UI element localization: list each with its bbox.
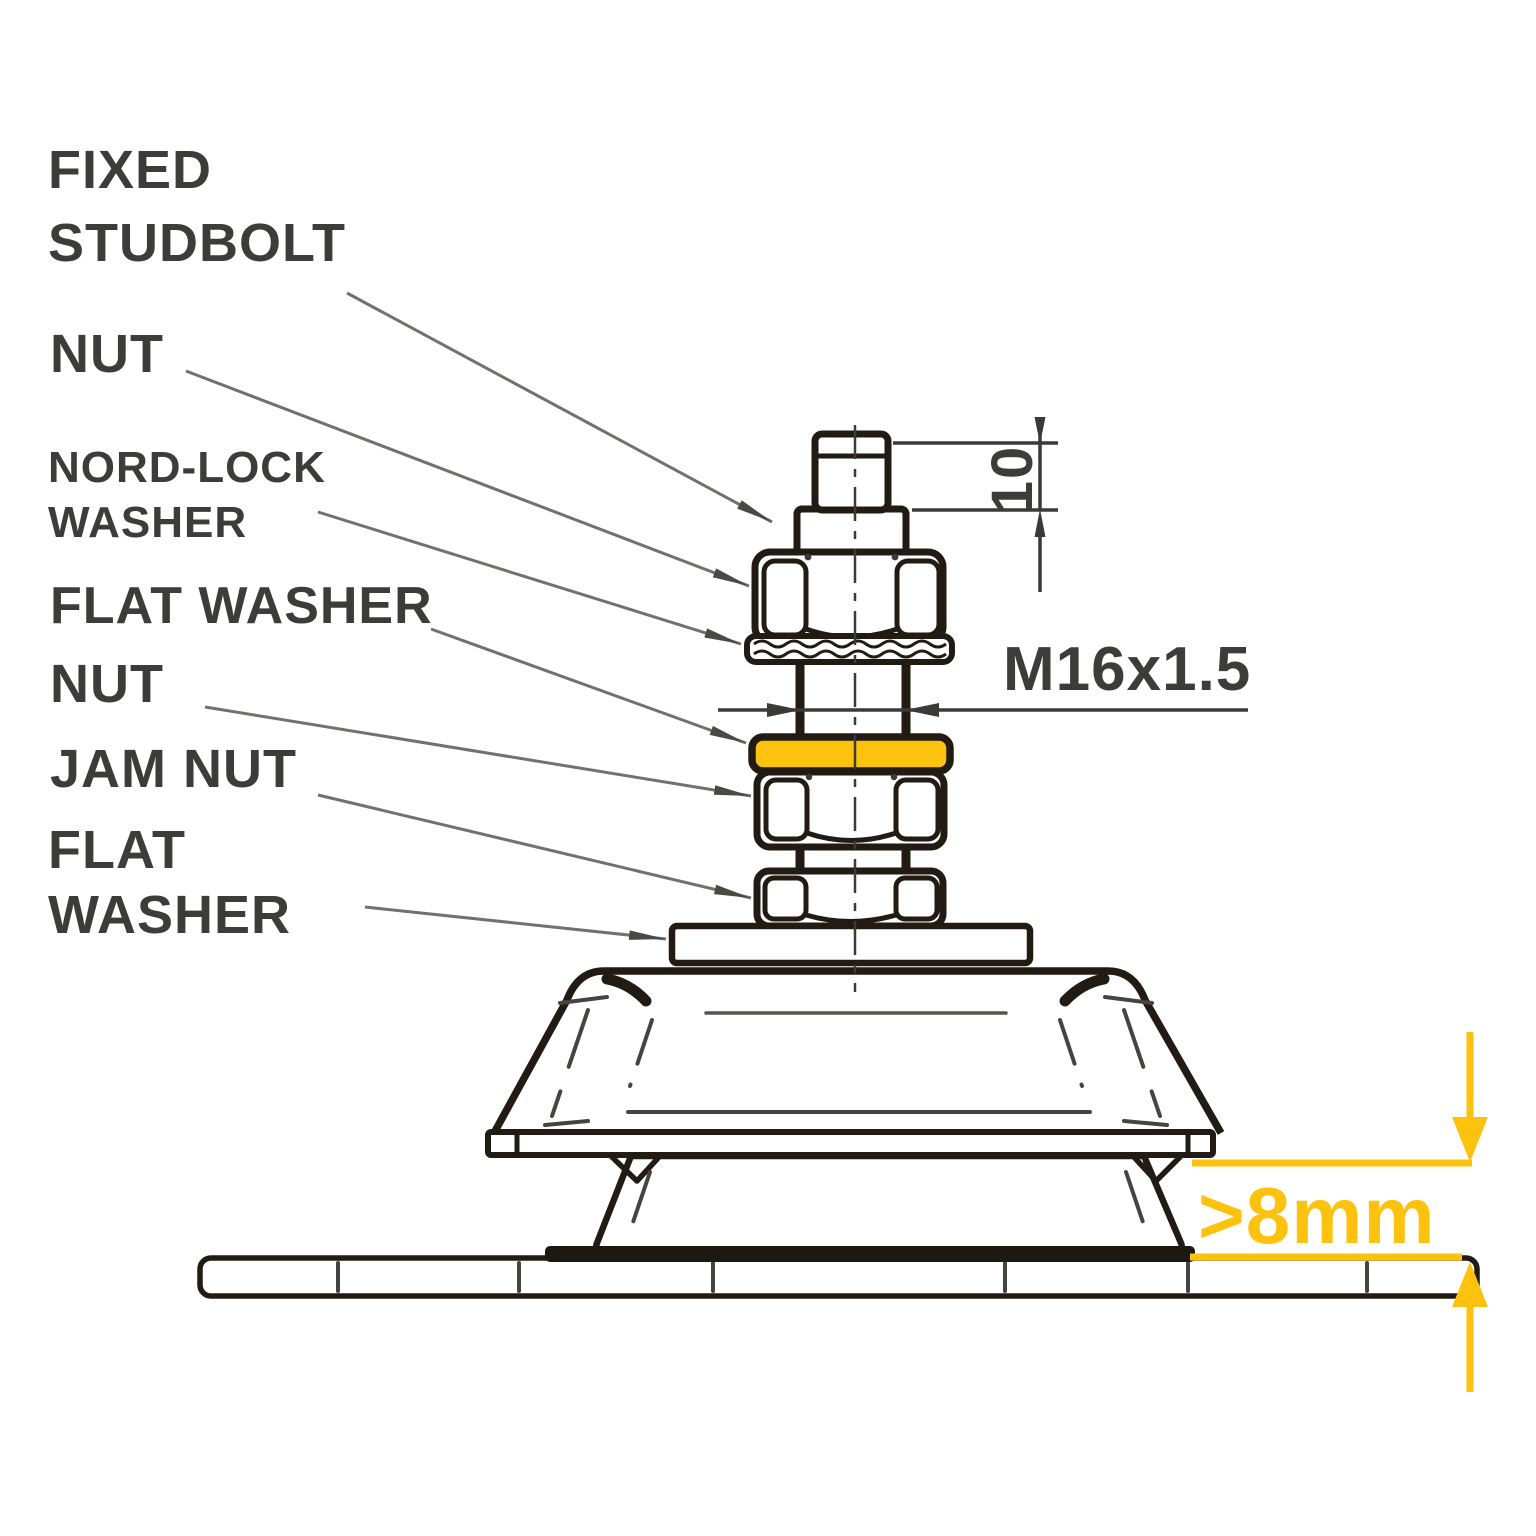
rubber-base-band (545, 1246, 1195, 1262)
leader-nut-top (185, 369, 750, 588)
dimension-stud-protrusion: 10 (979, 444, 1045, 514)
stud-bolt (793, 430, 910, 563)
middle-nut (753, 768, 948, 851)
callout-flat-washer-bottom-line1: FLAT (48, 820, 186, 880)
callout-nordlock-line1: NORD-LOCK (48, 443, 326, 492)
highlighted-flat-washer (748, 733, 954, 775)
nordlock-washer (744, 633, 955, 665)
leader-flat-washer-bottom (364, 905, 667, 941)
callout-flat-washer-mid: FLAT WASHER (50, 577, 433, 635)
callout-fixed-studbolt-line1: FIXED (48, 140, 213, 200)
leader-flat-washer-mid (430, 627, 747, 745)
gusset-left (609, 1154, 662, 1184)
corner-seal-left (601, 973, 652, 1007)
callout-jam-nut: JAM NUT (50, 739, 297, 799)
foundation-plate (197, 1255, 1480, 1299)
callout-fixed-studbolt: FIXED STUDBOLT (48, 134, 346, 280)
exposed-thread-upper (795, 662, 911, 739)
top-nut (751, 548, 947, 646)
gusset-right (1131, 1154, 1183, 1184)
mount-flange (485, 1129, 1216, 1158)
callout-flat-washer-bottom: FLAT WASHER (48, 818, 291, 948)
bottom-flat-washer-part (668, 922, 1034, 967)
stud-top (811, 430, 892, 514)
clearance-dimension (1190, 1032, 1488, 1392)
leader-fixed-studbolt (346, 291, 773, 524)
leader-jam-nut (317, 793, 752, 900)
corner-seal-right (1059, 973, 1110, 1007)
callout-nordlock-line2: WASHER (48, 498, 248, 547)
jam-nut-part (753, 867, 947, 930)
leader-nut-mid (204, 705, 752, 798)
leader-lines (185, 291, 773, 941)
mount-upper-body (490, 967, 1225, 1135)
mount-lower-skirt (592, 1152, 1186, 1261)
leader-nordlock-washer (317, 510, 742, 646)
dimension-thread-spec: M16x1.5 (1003, 635, 1252, 704)
callout-fixed-studbolt-line2: STUDBOLT (48, 213, 346, 273)
callout-flat-washer-bottom-line2: WASHER (48, 885, 292, 945)
callout-nut-mid: NUT (50, 654, 164, 714)
callout-nut-top: NUT (50, 324, 164, 384)
callout-nordlock-washer: NORD-LOCK WASHER (48, 440, 326, 550)
dimension-10-lines (893, 417, 1058, 592)
dimension-min-clearance: >8mm (1198, 1171, 1436, 1260)
dimension-m16-lines (718, 703, 1248, 717)
